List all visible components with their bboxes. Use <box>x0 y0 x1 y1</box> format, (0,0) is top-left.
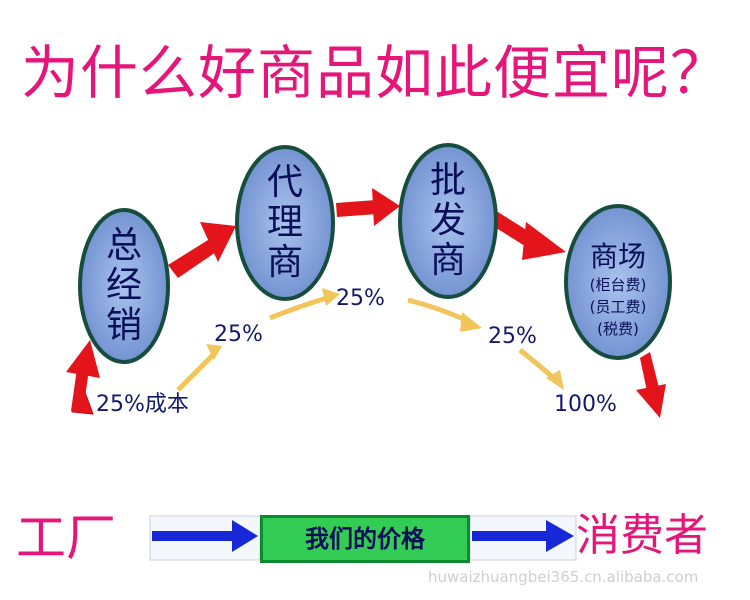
red-arrow-factory-to-distributor <box>66 340 100 415</box>
node-mall <box>564 204 672 360</box>
node-mall-line-staff-fee: (员工费) <box>589 298 647 316</box>
node-agent <box>235 145 335 301</box>
pct-cost: 25%成本 <box>96 392 189 417</box>
consumer-label: 消费者 <box>576 510 708 561</box>
node-general-distributor-line-3: 销 <box>105 305 142 346</box>
node-wholesaler-line-2: 发 <box>429 200 466 241</box>
pct-to-wholesaler: 25% <box>336 286 385 311</box>
blue-arrow-price-to-consumer <box>469 515 577 561</box>
node-agent-line-3: 商 <box>266 242 303 283</box>
watermark: huwaizhuangbei365.cn.alibaba.com <box>428 568 699 586</box>
node-agent-line-1: 代 <box>266 162 303 203</box>
node-wholesaler-label: 批 发 商 <box>418 161 478 281</box>
red-arrow-mall-to-consumer <box>636 352 666 418</box>
blue-arrow-factory-to-price <box>149 515 261 561</box>
node-mall-line-counter-fee: (柜台费) <box>589 276 647 294</box>
yellow-arrow-3 <box>407 297 482 332</box>
yellow-arrow-2 <box>269 288 340 321</box>
node-wholesaler-line-3: 商 <box>429 240 466 281</box>
pct-to-mall: 25% <box>488 324 537 349</box>
yellow-arrow-1 <box>176 344 222 392</box>
yellow-arrow-4 <box>518 348 564 390</box>
node-wholesaler <box>398 143 498 299</box>
node-wholesaler-line-1: 批 <box>429 160 466 201</box>
node-agent-label: 代 理 商 <box>255 163 315 283</box>
node-general-distributor-line-1: 总 <box>105 225 142 266</box>
factory-label: 工厂 <box>16 509 116 567</box>
node-agent-line-2: 理 <box>266 202 303 243</box>
node-general-distributor-label: 总 经 销 <box>94 226 154 346</box>
node-mall-line-tax: (税费) <box>597 320 639 338</box>
red-arrow-distributor-to-agent <box>168 222 236 278</box>
red-arrow-agent-to-wholesaler <box>336 188 400 226</box>
node-mall-label: 商场 (柜台费) (员工费) (税费) <box>572 240 664 340</box>
node-mall-title: 商场 <box>589 240 646 273</box>
pct-total: 100% <box>554 392 617 417</box>
red-arrow-wholesaler-to-mall <box>490 212 566 260</box>
page-title: 为什么好商品如此便宜呢？ <box>20 39 729 107</box>
node-general-distributor <box>78 208 170 364</box>
pct-to-agent: 25% <box>214 322 263 347</box>
node-general-distributor-line-2: 经 <box>105 265 142 306</box>
our-price-box: 我们的价格 <box>260 515 470 563</box>
